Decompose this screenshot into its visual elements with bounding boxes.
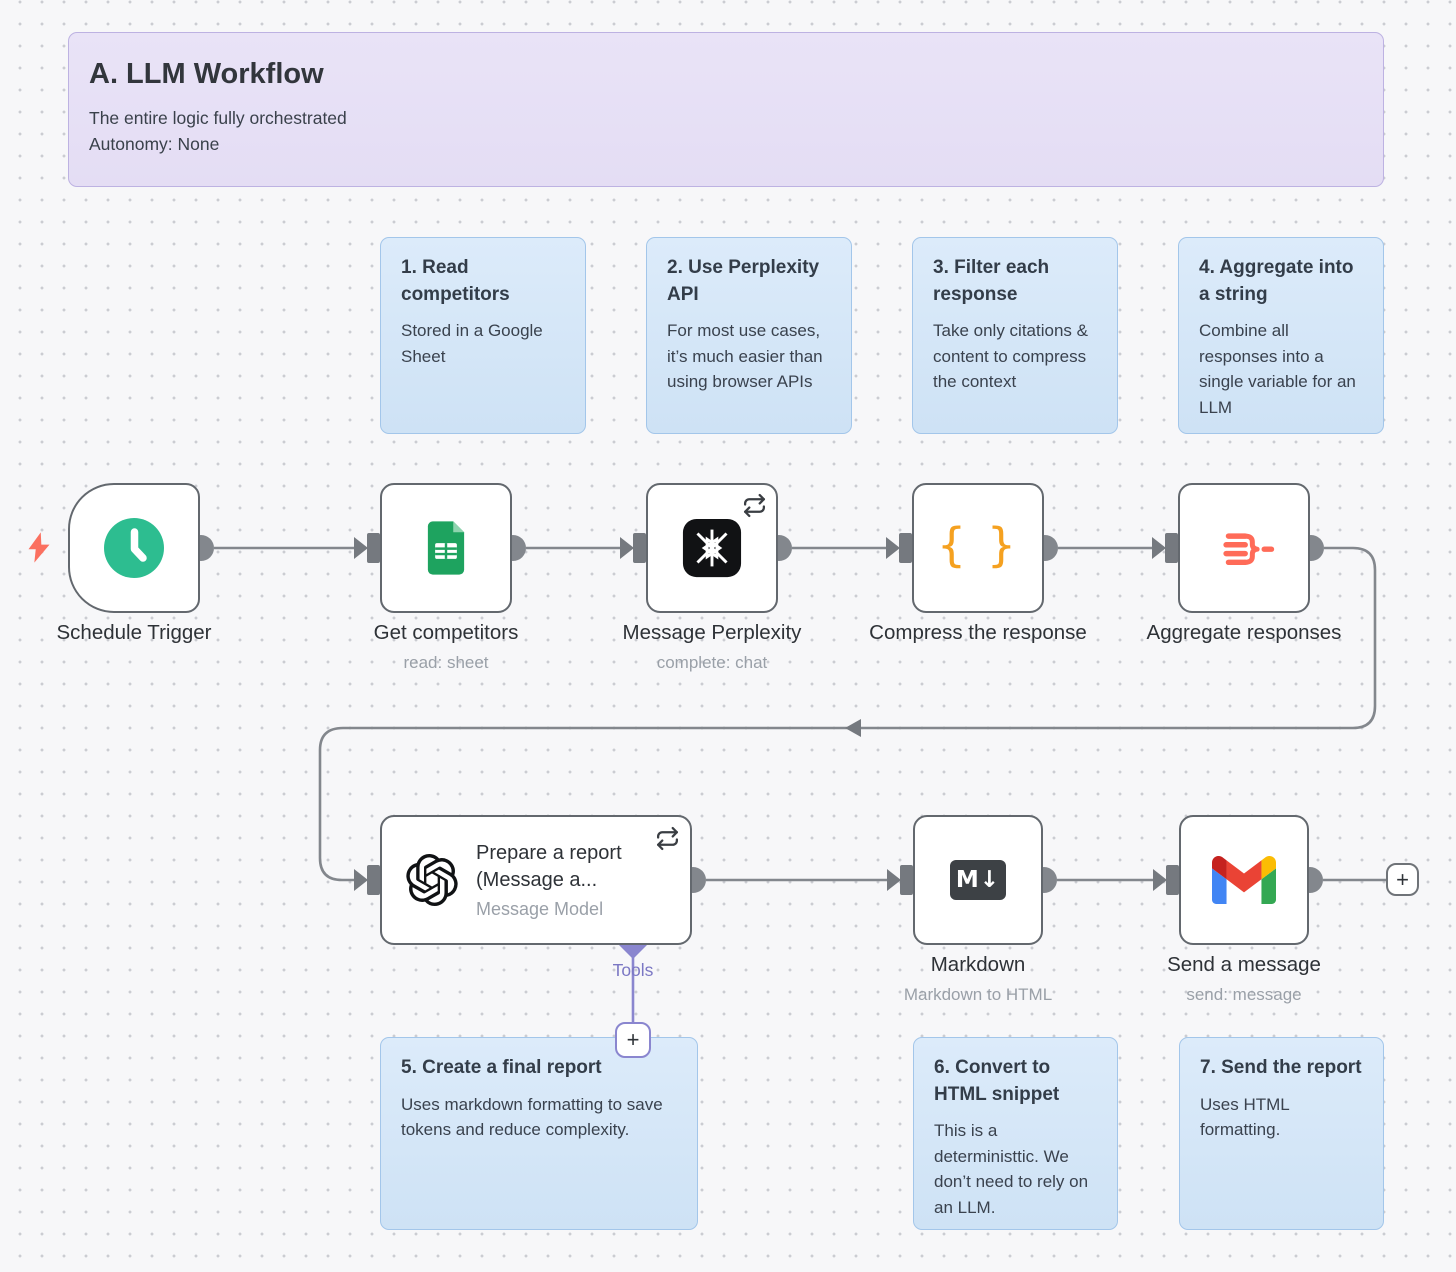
node-send-message[interactable] [1179,815,1309,945]
node-label: Message Perplexity [622,621,802,644]
node-markdown[interactable]: M↓ [913,815,1043,945]
node-aggregate-responses[interactable] [1178,483,1310,613]
node-schedule-trigger[interactable] [68,483,200,613]
note-body: Uses HTML formatting. [1200,1094,1290,1140]
node-caption-markdown: Markdown Markdown to HTML [828,953,1128,1005]
node-inner-title: Prepare a report (Message a... [476,842,622,891]
edge-compress-to-aggregate [1058,533,1178,563]
node-caption-aggregate: Aggregate responses [1094,621,1394,645]
sticky-note-5[interactable]: 5. Create a final report Uses markdown f… [380,1037,698,1230]
note-title: 3. Filter each response [933,257,1050,305]
sticky-note-header[interactable]: A. LLM Workflow The entire logic fully o… [68,32,1384,187]
add-tool-button[interactable]: + [615,1022,651,1058]
node-label: Schedule Trigger [56,621,212,644]
edge-aggregate-to-prepare [318,546,1377,895]
sticky-note-4[interactable]: 4. Aggregate into a string Combine all r… [1178,237,1384,434]
sticky-note-3[interactable]: 3. Filter each response Take only citati… [912,237,1118,434]
trigger-bolt-icon [28,532,50,563]
note-title: 4. Aggregate into a string [1199,257,1354,305]
plus-icon: + [1396,866,1409,892]
edge-markdown-to-gmail [1057,865,1179,895]
node-get-competitors[interactable] [380,483,512,613]
node-caption-compress: Compress the response [828,621,1128,645]
node-sublabel: Markdown to HTML [903,985,1053,1004]
node-caption-gmail: Send a message send: message [1094,953,1394,1005]
braces-icon: { } [936,518,1020,572]
plus-icon: + [626,1027,640,1052]
tools-connector-label: Tools [612,960,654,980]
workflow-subtitle-line2: Autonomy: None [89,134,220,155]
note-body: Stored in a Google Sheet [401,321,543,366]
note-title: 2. Use Perplexity API [667,257,820,305]
node-label: Get competitors [373,621,519,644]
node-label: Send a message [1167,953,1321,976]
node-prepare-report[interactable]: Prepare a report (Message a... Message M… [380,815,692,945]
edge-schedule-to-sheets [214,533,380,563]
node-sublabel: read: sheet [403,653,489,672]
note-title: 1. Read competitors [401,257,510,305]
node-caption-perplexity: Message Perplexity complete: chat [562,621,862,673]
workflow-subtitle-line1: The entire logic fully orchestrated [89,108,347,128]
sticky-note-6[interactable]: 6. Convert to HTML snippet This is a det… [913,1037,1118,1230]
markdown-icon: M↓ [950,860,1006,900]
note-body: Uses markdown formatting to save tokens … [401,1094,663,1140]
sticky-note-1[interactable]: 1. Read competitors Stored in a Google S… [380,237,586,434]
add-node-button[interactable]: + [1386,863,1419,896]
note-title: 6. Convert to HTML snippet [934,1057,1060,1105]
note-title: 5. Create a final report [401,1057,602,1078]
node-caption-sheets: Get competitors read: sheet [296,621,596,673]
note-body: Combine all responses into a single vari… [1199,321,1356,417]
workflow-title: A. LLM Workflow [89,58,324,90]
sticky-note-7[interactable]: 7. Send the report Uses HTML formatting. [1179,1037,1384,1230]
loop-icon [743,493,766,518]
node-caption-schedule: Schedule Trigger [0,621,284,645]
clock-icon [104,518,164,578]
node-sublabel: send: message [1186,985,1302,1004]
node-inner-subtitle: Message Model [476,899,604,919]
node-label: Markdown [930,953,1026,976]
note-body: For most use cases, it’s much easier tha… [667,321,823,392]
sticky-note-2[interactable]: 2. Use Perplexity API For most use cases… [646,237,852,434]
node-label: Compress the response [869,621,1087,644]
edge-sheets-to-perplexity [526,533,646,563]
edge-perplexity-to-compress [792,533,912,563]
node-sublabel: complete: chat [656,653,768,672]
node-compress-response[interactable]: { } [912,483,1044,613]
perplexity-icon [682,518,742,578]
google-sheets-icon [427,521,465,575]
note-title: 7. Send the report [1200,1057,1362,1078]
node-message-perplexity[interactable] [646,483,778,613]
aggregate-icon [1223,533,1275,566]
node-label: Aggregate responses [1146,621,1342,644]
gmail-icon [1212,856,1276,904]
note-body: Take only citations & content to compres… [933,321,1088,392]
openai-icon [406,854,458,906]
loop-icon [656,826,679,851]
note-body: This is a deterministtic. We don’t need … [934,1121,1089,1217]
edge-prepare-to-markdown [706,865,913,895]
